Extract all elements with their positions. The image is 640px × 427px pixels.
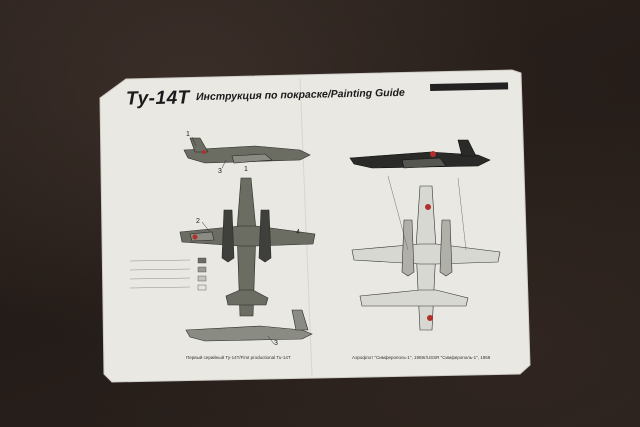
planform-view-left xyxy=(179,177,316,317)
callout-lines-left xyxy=(191,136,275,345)
star-insignia xyxy=(192,150,436,321)
title-bar xyxy=(430,82,509,91)
callout-number: 1 xyxy=(186,131,190,138)
side-view-top-left xyxy=(183,137,311,164)
caption-right: Аэрофлот "Симферополь-1", 1959г/USSR "Си… xyxy=(352,355,491,360)
sheet-title: Ту-14Т xyxy=(125,87,190,110)
paper-sheet xyxy=(99,69,531,383)
color-legend xyxy=(197,257,207,291)
right-annotation-lines xyxy=(387,175,467,251)
paper-shadow-fold xyxy=(299,77,313,377)
caption-left: Первый серийный Ту-14Т/First productiona… xyxy=(186,355,291,360)
callout-number: 4 xyxy=(296,229,300,236)
callout-number: 3 xyxy=(218,168,222,175)
side-view-bottom-left xyxy=(185,309,313,342)
side-view-top-right xyxy=(349,139,491,169)
callout-number: 2 xyxy=(196,218,200,225)
callout-number: 1 xyxy=(244,166,248,173)
callout-number: 3 xyxy=(274,340,278,347)
legend-rows xyxy=(129,259,191,289)
planform-view-right xyxy=(351,185,501,331)
